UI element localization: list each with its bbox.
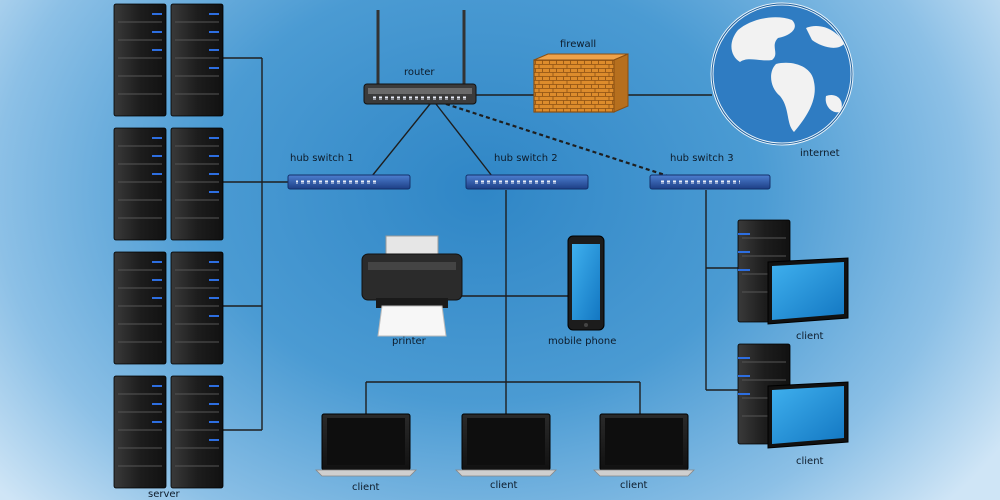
mobile-phone-label: mobile phone [548,336,617,347]
client-laptop-1-icon [315,413,417,477]
server-rack-row-4 [113,375,224,489]
server-rack-row-1 [113,3,224,117]
router-label: router [404,67,435,78]
hub-switch-2-label: hub switch 2 [494,153,558,164]
client-desktop-2-icon [737,343,849,449]
hub-switch-1-label: hub switch 1 [290,153,354,164]
server-rack-row-3 [113,251,224,365]
hub-switch-2-icon [465,174,589,190]
hub-switch-3-label: hub switch 3 [670,153,734,164]
firewall-icon [533,53,629,113]
router-switch1-wire [371,103,431,177]
router-icon [363,10,477,105]
server-racks [113,3,224,489]
hub-switch-1-icon [287,174,411,190]
firewall-label: firewall [560,39,597,50]
wires [222,57,738,431]
client-desktop-1-label: client [796,331,824,342]
printer-label: printer [392,336,426,347]
internet-label: internet [800,148,840,159]
hub-switch-3-icon [649,174,771,190]
client-laptop-2-icon [455,413,557,477]
servers-label: server [148,489,180,500]
mobile-phone-icon [567,235,605,331]
client-desktop-1-icon [737,219,849,325]
client-laptop-1-label: client [352,482,380,493]
client-laptop-3-icon [593,413,695,477]
internet-globe-icon [710,2,854,146]
client-desktop-2-label: client [796,456,824,467]
printer-icon [361,235,463,337]
server-rack-row-2 [113,127,224,241]
router-switch2-wire [435,103,493,177]
client-laptop-2-label: client [490,480,518,491]
client-laptop-3-label: client [620,480,648,491]
router-switch3-wire [445,102,669,178]
